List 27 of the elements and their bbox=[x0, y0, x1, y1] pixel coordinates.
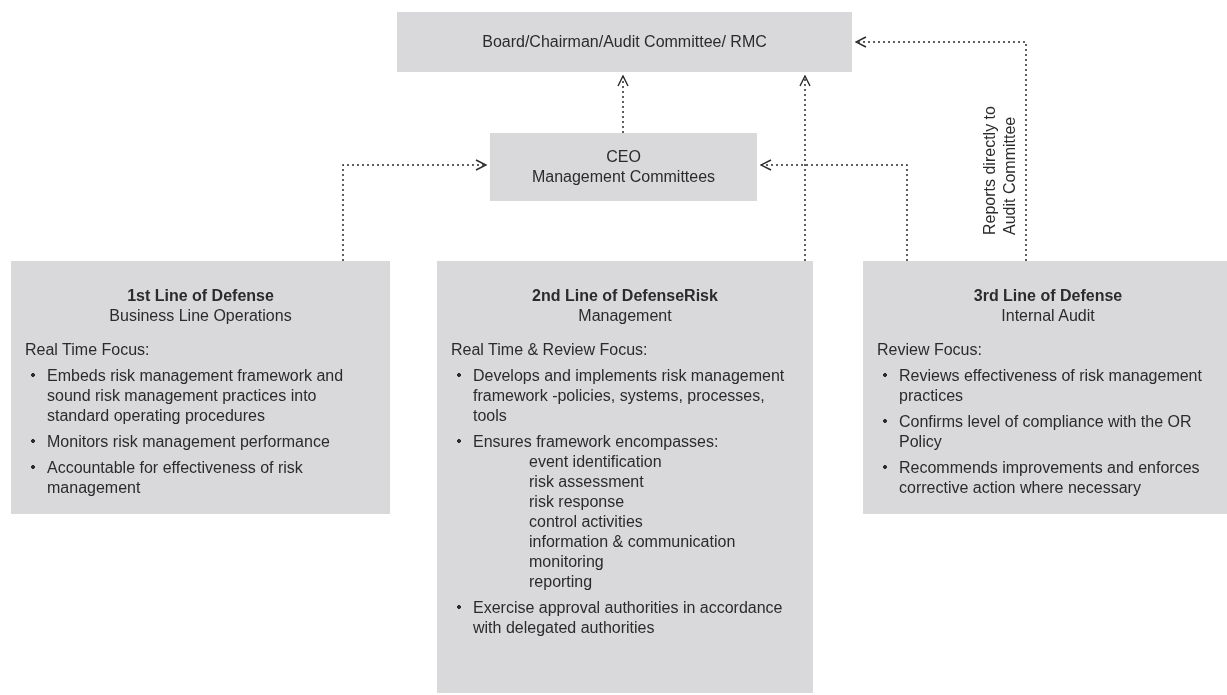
list-item: information & communication bbox=[528, 532, 737, 552]
dotted-arrow bbox=[617, 75, 629, 134]
edge-label: Reports directly to Audit Committee bbox=[980, 105, 1019, 235]
section-subtitle: Business Line Operations bbox=[108, 306, 293, 326]
dotted-arrow bbox=[855, 36, 1027, 262]
organization-box bbox=[397, 12, 852, 72]
list-item: risk response bbox=[528, 492, 626, 512]
node-title: CEO bbox=[605, 147, 642, 167]
list-item: monitoring bbox=[528, 552, 605, 572]
focus-heading: Real Time Focus: bbox=[25, 340, 151, 360]
focus-heading: Review Focus: bbox=[877, 340, 983, 360]
list-item: risk assessment bbox=[528, 472, 645, 492]
node-title: Board/Chairman/Audit Committee/ RMC bbox=[481, 32, 768, 52]
organization-box bbox=[490, 133, 757, 201]
list-item: reporting bbox=[528, 572, 594, 592]
list-item: control activities bbox=[528, 512, 644, 532]
focus-heading: Real Time & Review Focus: bbox=[451, 340, 649, 360]
dotted-arrow bbox=[760, 159, 908, 262]
section-subtitle: Management bbox=[577, 306, 673, 326]
dotted-arrow bbox=[799, 75, 811, 262]
dotted-arrow bbox=[342, 159, 487, 262]
section-heading: 1st Line of Defense bbox=[126, 286, 275, 306]
section-subtitle: Internal Audit bbox=[1000, 306, 1096, 326]
section-heading: 3rd Line of Defense bbox=[972, 286, 1124, 306]
node-title: Management Committees bbox=[530, 167, 717, 187]
section-heading: 2nd Line of DefenseRisk bbox=[531, 286, 719, 306]
list-item: event identification bbox=[528, 452, 663, 472]
